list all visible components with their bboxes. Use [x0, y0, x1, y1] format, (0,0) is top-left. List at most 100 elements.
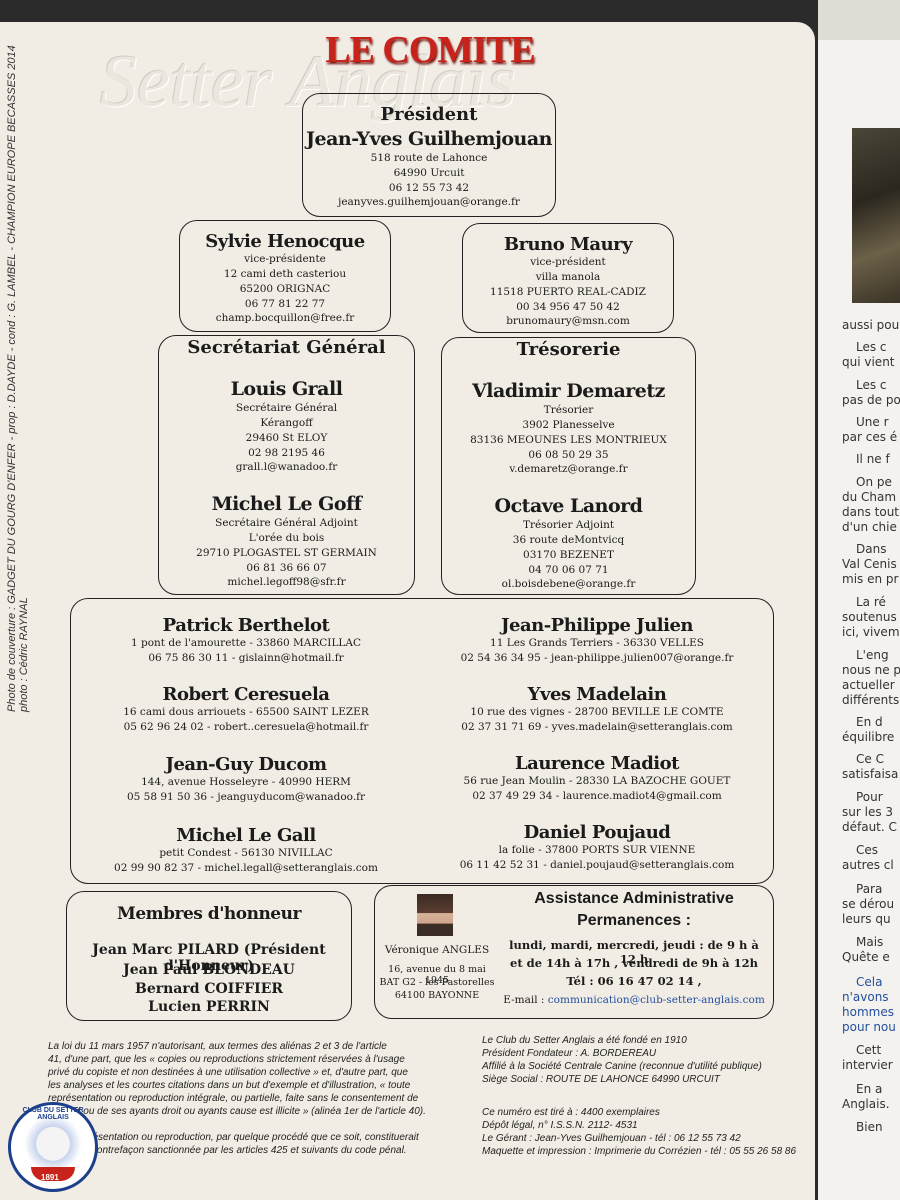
tresorerie-p1-line: 3902 Planesselve	[522, 419, 615, 431]
secretariat-p2-name: Michel Le Goff	[211, 493, 362, 515]
honneur-name: Jean Paul BLONDEAU	[123, 962, 295, 978]
member-address: 144, avenue Hosseleyre - 40990 HERM	[141, 776, 351, 788]
legal-left: La loi du 11 mars 1957 n'autorisant, aux…	[48, 1040, 428, 1157]
secretariat-p1-line: 29460 St ELOY	[245, 432, 328, 444]
vp1-line: vice-présidente	[244, 253, 326, 265]
right-page-line: qui vient	[842, 355, 895, 369]
president-box: Président Jean-Yves Guilhemjouan 518 rou…	[302, 93, 556, 217]
legal-spacer	[482, 1086, 812, 1106]
tresorerie-p1-email: v.demaretz@orange.fr	[509, 463, 628, 475]
side-credit-1: Photo de couverture : GADGET DU GOURG D'…	[6, 45, 18, 712]
legal-line: les analyses et les courtes citations da…	[48, 1080, 411, 1091]
legal-line: Maquette et impression : Imprimerie du C…	[482, 1146, 797, 1157]
members-right-column: Jean-Philippe Julien 11 Les Grands Terri…	[421, 599, 773, 883]
right-page-line: pour nou	[842, 1020, 896, 1034]
right-page-line: Para	[856, 882, 883, 896]
honneur-name: Bernard COIFFIER	[134, 981, 284, 997]
vp2-line: 00 34 956 47 50 42	[516, 301, 620, 313]
member-name: Michel Le Gall	[176, 825, 316, 846]
right-page-line: n'avons	[842, 990, 889, 1004]
legal-spacer	[48, 1118, 428, 1131]
legal-line: donc une contrefaçon sanctionnée par les…	[48, 1145, 407, 1156]
tresorerie-p1-line: 06 08 50 29 35	[528, 449, 609, 461]
assistance-email-link[interactable]: communication@club-setter-anglais.com	[547, 994, 765, 1006]
secretariat-p2-email: michel.legoff98@sfr.fr	[227, 576, 346, 588]
vp-box-2: Bruno Maury vice-président villa manola …	[462, 223, 674, 333]
member-contact: 02 37 49 29 34 - laurence.madiot4@gmail.…	[472, 790, 722, 802]
member-name: Jean-Philippe Julien	[500, 615, 694, 636]
vp1-name: Sylvie Henocque	[205, 231, 365, 252]
logo-year: 1891	[41, 1173, 59, 1182]
member-address: 1 pont de l'amourette - 33860 MARCILLAC	[130, 637, 362, 649]
right-page-line: On pe	[856, 475, 892, 489]
member-address: 11 Les Grands Terriers - 36330 VELLES	[490, 637, 704, 649]
member-name: Jean-Guy Ducom	[165, 754, 327, 775]
right-page-line: soutenus	[842, 610, 897, 624]
secretariat-p2-line: 29710 PLOGASTEL ST GERMAIN	[196, 547, 377, 559]
member-contact: 02 54 36 34 95 - jean-philippe.julien007…	[460, 652, 734, 664]
vp-box-1: Sylvie Henocque vice-présidente 12 cami …	[179, 220, 391, 332]
page-title: LE COMITE	[325, 29, 536, 71]
right-page-line: dans tout	[842, 505, 899, 519]
right-page-line: Les c	[856, 340, 887, 354]
vp1-line: 06 77 81 22 77	[244, 298, 326, 310]
member-address: la folie - 37800 PORTS SUR VIENNE	[498, 844, 696, 856]
right-page-line: aussi pou	[842, 318, 900, 332]
right-page-line: Pour	[856, 790, 883, 804]
logo-text: CLUB DU SETTER ANGLAIS	[22, 1107, 84, 1121]
assistance-phone: Tél : 06 16 47 02 14 ,	[566, 974, 702, 988]
member-contact: 02 99 90 82 37 - michel.legall@setterang…	[114, 862, 378, 874]
members-box: Patrick Berthelot 1 pont de l'amourette …	[70, 598, 774, 884]
right-page-line: satisfaisa	[842, 767, 899, 781]
right-page-line: sur les 3	[842, 805, 894, 819]
right-page-line: par ces é	[842, 430, 898, 444]
member-contact: 06 75 86 30 11 - gislainn@hotmail.fr	[148, 652, 344, 664]
right-page-line: hommes	[842, 1005, 894, 1019]
president-line: 64990 Urcuit	[393, 167, 465, 179]
member-name: Robert Ceresuela	[162, 684, 330, 705]
vp1-email: champ.bocquillon@free.fr	[215, 312, 355, 324]
comite-page	[0, 22, 815, 1200]
right-page-photo	[852, 128, 900, 303]
right-page-line: leurs qu	[842, 912, 891, 926]
secretariat-p1-email: grall.l@wanadoo.fr	[235, 461, 338, 473]
member-address: 56 rue Jean Moulin - 28330 LA BAZOCHE GO…	[463, 775, 731, 787]
legal-line: Dépôt légal, n° I.S.S.N. 2112- 4531	[482, 1120, 638, 1131]
honneur-box: Membres d'honneur Jean Marc PILARD (Prés…	[66, 891, 352, 1021]
right-page-line: Anglais.	[842, 1097, 890, 1111]
right-page-line: Cela	[856, 975, 883, 989]
legal-line: Le Gérant : Jean-Yves Guilhemjouan - tél…	[482, 1133, 741, 1144]
assistance-title: Assistance Administrative	[534, 890, 734, 907]
right-page-line: se dérou	[842, 897, 895, 911]
secretariat-p1-name: Louis Grall	[230, 378, 343, 400]
right-page-line: d'un chie	[842, 520, 897, 534]
member-address: 16 cami dous arriouets - 65500 SAINT LEZ…	[123, 706, 369, 718]
right-page-line: Dans	[856, 542, 887, 556]
logo-red-band	[31, 1167, 75, 1181]
tresorerie-p1-line: 83136 MEOUNES LES MONTRIEUX	[470, 434, 667, 446]
assistance-hours: et de 14h à 17h , vendredi de 9h à 12h	[510, 956, 758, 970]
legal-line: Siège Social : ROUTE DE LAHONCE 64990 UR…	[482, 1074, 720, 1085]
member-name: Patrick Berthelot	[162, 615, 330, 636]
assistance-box: Véronique ANGLES 16, avenue du 8 mai 194…	[374, 885, 774, 1019]
tresorerie-p1-name: Vladimir Demaretz	[472, 380, 665, 402]
legal-line: l'auteur ou de ses ayants droit ou ayant…	[48, 1106, 426, 1117]
secretariat-p2-line: Secrétaire Général Adjoint	[215, 517, 358, 529]
right-page-line: Quête e	[842, 950, 890, 964]
member-contact: 05 62 96 24 02 - robert..ceresuela@hotma…	[123, 721, 369, 733]
assistance-person: Véronique ANGLES	[384, 944, 490, 956]
member-address: 10 rue des vignes - 28700 BEVILLE LE COM…	[470, 706, 724, 718]
vp2-line: 11518 PUERTO REAL-CADIZ	[490, 286, 646, 298]
legal-line: Le Club du Setter Anglais a été fondé en…	[482, 1035, 687, 1046]
right-page-line: Ces	[856, 843, 879, 857]
right-page-top	[818, 0, 900, 40]
side-credit-2: photo : Cédric RAYNAL	[18, 597, 30, 712]
right-page-line: ici, vivem	[842, 625, 900, 639]
legal-line: Ce numéro est tiré à : 4400 exemplaires	[482, 1107, 660, 1118]
honneur-header: Membres d'honneur	[117, 904, 301, 924]
right-page-line: Val Cenis	[842, 557, 897, 571]
right-page-line: Une r	[856, 415, 889, 429]
right-page-line: L'eng	[856, 648, 889, 662]
right-page-line: intervier	[842, 1058, 893, 1072]
right-page-line: mis en pr	[842, 572, 899, 586]
